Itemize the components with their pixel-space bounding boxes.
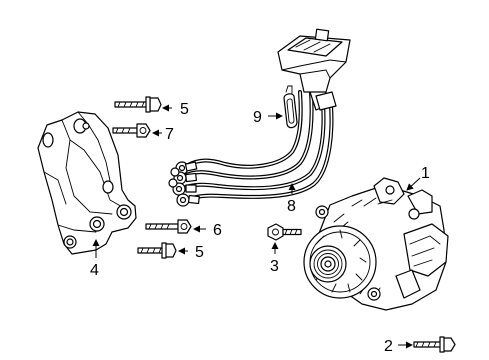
callout-2: 2: [384, 338, 393, 355]
callout-1: 1: [421, 165, 430, 182]
bolt-7: [112, 123, 151, 138]
callout-5-upper: 5: [180, 101, 189, 118]
callout-7: 7: [165, 126, 174, 143]
bolt-5-lower: [137, 242, 177, 259]
leader-lines: [92, 104, 421, 349]
bolt-3: [267, 223, 302, 241]
callout-5-lower: 5: [195, 244, 204, 261]
mounting-bracket: [37, 111, 137, 255]
wiring-harness: [168, 28, 351, 207]
cable-clip: [283, 85, 298, 129]
callout-3: 3: [270, 258, 279, 275]
callout-8: 8: [287, 198, 296, 215]
callout-9: 9: [253, 109, 262, 126]
bolt-6: [145, 219, 192, 234]
callout-4: 4: [90, 262, 99, 279]
alternator: [303, 177, 449, 311]
bolt-5-upper: [114, 96, 162, 113]
ring-terminals: [168, 161, 200, 207]
callout-6: 6: [213, 222, 222, 239]
bolt-2: [413, 336, 456, 353]
